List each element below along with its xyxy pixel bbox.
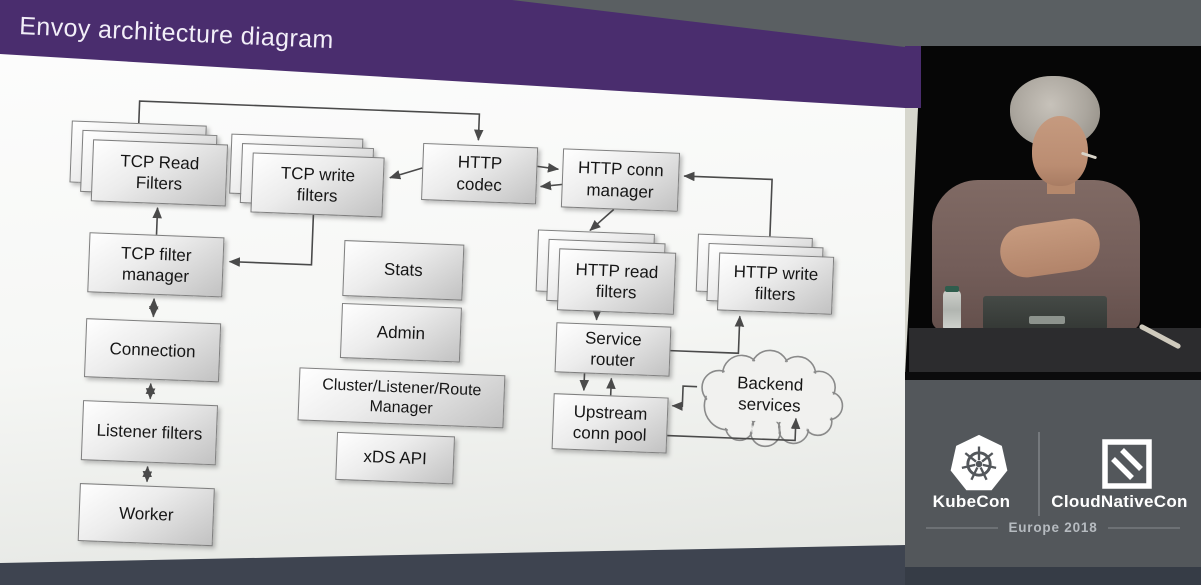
water-bottle	[943, 290, 961, 330]
event-line-right	[1107, 526, 1180, 529]
edge-codec-connmgr	[537, 163, 560, 173]
event-line-left	[926, 526, 999, 529]
edge-tcpfm-connection	[148, 297, 159, 318]
node-http-read-filters: HTTP read filters	[535, 229, 677, 315]
edge-upstream-router	[606, 377, 616, 396]
node-connection: Connection	[83, 318, 222, 383]
node-cluster-listener-route-manager: Cluster/Listener/Route Manager	[297, 367, 506, 429]
node-label: HTTP read filters	[556, 248, 677, 315]
footer-bottom-strip	[905, 567, 1201, 585]
edge-tcpfm-tcpread	[152, 207, 162, 235]
kubecon-logo-cell	[905, 430, 1053, 498]
node-label: TCP write filters	[250, 152, 385, 218]
edge-listener-worker	[142, 465, 153, 483]
edge-connmgr-codec	[539, 180, 563, 191]
cloudnativecon-logo-cell	[1053, 437, 1201, 491]
event-row: Europe 2018	[905, 520, 1201, 535]
edge-httpwrite-connmgr	[683, 171, 773, 237]
node-worker: Worker	[77, 483, 215, 547]
edge-tcpwrite-tcpfm	[228, 214, 315, 267]
node-stats: Stats	[342, 240, 465, 301]
cloudnativecon-icon	[1102, 439, 1152, 489]
edge-codec-tcpwrite	[389, 167, 423, 180]
node-service-router: Service router	[554, 322, 672, 377]
conference-footer: KubeCon CloudNativeCon Europe 2018	[905, 380, 1201, 585]
diagram-edges-layer	[137, 100, 844, 483]
event-label: Europe 2018	[1008, 520, 1098, 535]
node-tcp-filter-manager: TCP filter manager	[87, 232, 225, 298]
logo-row	[905, 428, 1201, 500]
node-backend-services-label: Backend services	[736, 373, 804, 416]
speaker-video-panel	[905, 46, 1201, 380]
node-listener-filters: Listener filters	[80, 400, 219, 466]
desk-shadow	[905, 372, 1201, 380]
logo-divider	[1038, 432, 1040, 516]
node-label: HTTP write filters	[717, 252, 835, 315]
node-admin: Admin	[339, 302, 462, 363]
kubernetes-helm-icon	[950, 434, 1008, 491]
laptop-badge	[1029, 316, 1065, 324]
edge-router-upstream	[579, 373, 590, 392]
speaker-face	[1032, 116, 1088, 186]
node-tcp-read-filters: TCP Read Filters	[69, 120, 229, 207]
node-upstream-conn-pool: Upstream conn pool	[551, 393, 669, 454]
edge-cloud-upstream	[671, 385, 698, 411]
node-label: TCP Read Filters	[90, 139, 229, 207]
edge-connmgr-httpread	[589, 208, 615, 232]
architecture-diagram: TCP Read Filters TCP write filters HTTP …	[42, 90, 880, 585]
edge-router-httpwrite	[670, 315, 745, 355]
node-tcp-write-filters: TCP write filters	[229, 133, 385, 218]
kubecon-label: KubeCon	[932, 492, 1011, 511]
node-http-conn-manager: HTTP conn manager	[560, 148, 681, 212]
cloudnativecon-label: CloudNativeCon	[1051, 492, 1188, 511]
conference-names: KubeCon CloudNativeCon	[905, 492, 1201, 512]
edge-upstream-cloud	[667, 417, 801, 442]
edge-connection-listener	[145, 382, 156, 400]
water-bottle-cap	[945, 286, 959, 292]
node-xds-api: xDS API	[335, 431, 455, 485]
edge-tcpread-httpcodec	[137, 100, 484, 141]
laptop	[983, 296, 1107, 330]
projection-banner-edge	[905, 46, 921, 108]
node-http-write-filters: HTTP write filters	[695, 233, 835, 315]
slide-title: Envoy architecture diagram	[18, 12, 335, 55]
node-http-codec: HTTP codec	[421, 142, 539, 205]
